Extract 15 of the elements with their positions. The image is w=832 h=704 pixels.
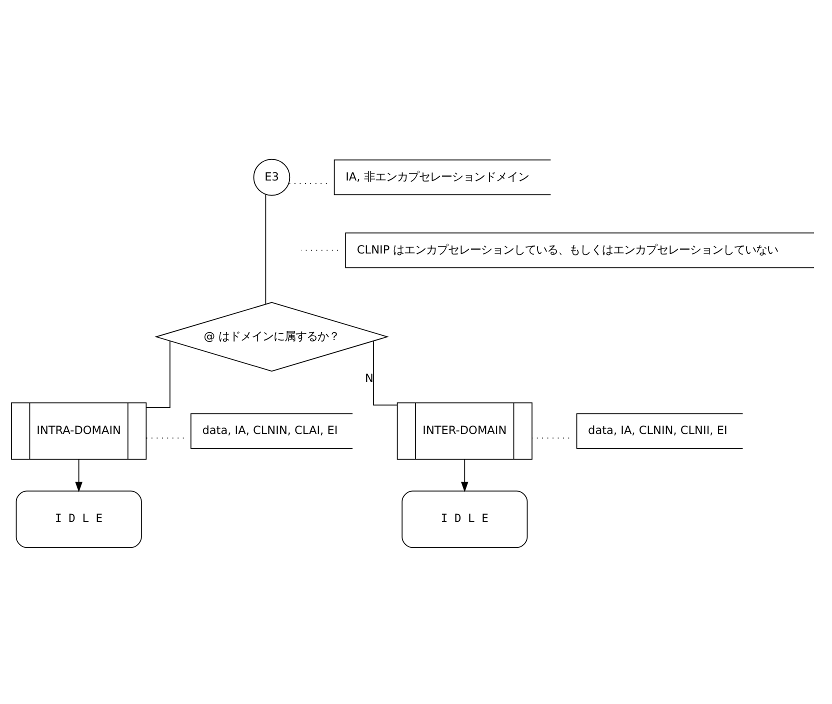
- node-text: data, IA, CLNIN, CLAI, EI: [202, 424, 338, 438]
- arrow: [461, 459, 468, 492]
- node-text: data, IA, CLNIN, CLNII, EI: [588, 424, 728, 438]
- node-text: IA, 非エンカプセレーションドメイン: [346, 170, 529, 184]
- connector: [288, 182, 328, 184]
- node-box: I D L E: [402, 490, 528, 548]
- edge-label: N: [364, 372, 374, 385]
- node-box: I D L E: [16, 490, 142, 548]
- connector: [146, 340, 170, 408]
- node-circle: E3: [253, 158, 290, 196]
- connector: [265, 194, 266, 304]
- node-text: CLNIP はエンカプセレーションしている、もしくはエンカプセレーションしていない: [356, 243, 778, 256]
- arrow: [75, 459, 82, 492]
- node-diamond: @ はドメインに属するか？: [154, 302, 389, 372]
- connector: [373, 340, 398, 406]
